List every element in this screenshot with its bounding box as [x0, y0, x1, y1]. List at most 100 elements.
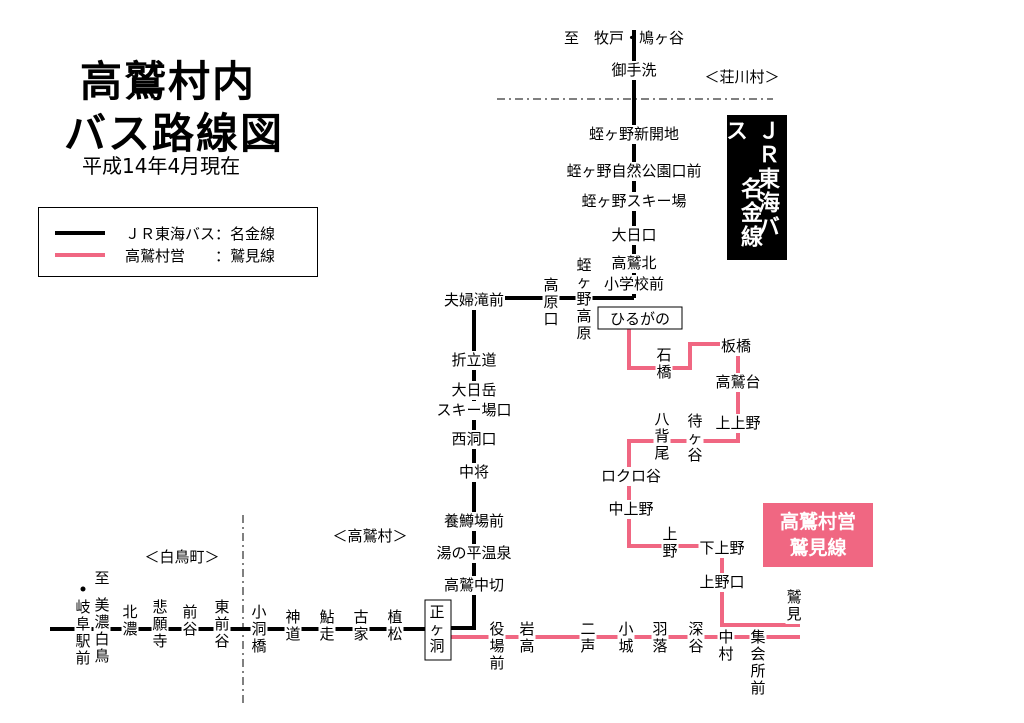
stop-minoshirotori: 美濃白鳥 — [94, 596, 109, 665]
stop-nisei-bg — [579, 620, 597, 656]
stop-dainichigatake-2-bg — [435, 401, 513, 420]
stop-labels: 至 牧戸・鳩ヶ谷御手洗蛭ヶ野新開地蛭ヶ野自然公園口前蛭ヶ野スキー場大日口高鷲北小… — [74, 29, 803, 698]
stop-hirugano-shizen-bg — [565, 162, 703, 181]
stop-yousonjo: 養鱒場前 — [444, 512, 504, 530]
stop-takasu-kita-2: 小学校前 — [604, 275, 664, 293]
stop-nishiboraguchi-bg — [450, 430, 498, 449]
map-title-line2: バス路線図 — [64, 109, 285, 158]
stop-kojiro-bg — [617, 620, 635, 656]
stop-maedani: 前谷 — [182, 603, 197, 638]
region-takasu: ＜高鷲村＞ — [332, 527, 407, 545]
stop-higanji-bg — [151, 598, 169, 651]
stop-rokurodani: ロクロ谷 — [601, 467, 661, 485]
stop-hirugano-shinkaihatsu: 蛭ヶ野新開地 — [589, 125, 679, 143]
stop-nishiboraguchi: 西洞口 — [451, 430, 496, 448]
stop-kamino: 上野 — [662, 525, 677, 560]
stop-fukadani-bg — [687, 620, 705, 656]
stop-to-makido: 至 牧戸・鳩ヶ谷 — [564, 29, 684, 47]
stop-hirugano-ski-bg — [580, 192, 688, 211]
stop-sumi: 鷲見 — [786, 588, 801, 623]
stop-meotodaki: 夫婦滝前 — [444, 291, 504, 309]
jr-badge-line: 名金線 — [737, 177, 762, 249]
stop-kojiro: 小城 — [618, 620, 633, 655]
gifu-dot — [80, 586, 86, 592]
stop-dainichigatake-1: 大日岳 — [451, 381, 496, 399]
map-date: 平成14年4月現在 — [82, 154, 241, 178]
stop-uematsu: 植松 — [387, 608, 402, 643]
stop-oritate-bg — [450, 351, 498, 370]
legend: ＪＲ東海バス：名金線 高鷲村営 ：鷲見線 — [38, 207, 318, 277]
stop-takasu-kita-2-bg — [603, 275, 665, 294]
stop-nakaueno: 中上野 — [608, 500, 653, 518]
stop-dainichiguchi: 大日口 — [611, 226, 656, 244]
stop-higashimaedani-bg — [213, 598, 231, 651]
stop-kamino-bg — [661, 525, 679, 561]
legend-swatch-jr — [55, 231, 105, 235]
stop-takasu-kita-1-bg — [610, 254, 658, 273]
legend-label-jr: ＪＲ東海バス：名金線 — [125, 225, 276, 243]
stop-iwataka: 岩高 — [519, 620, 534, 655]
stop-takasu-nakagiri: 高鷲中切 — [444, 576, 504, 594]
stop-yousonjo-bg — [443, 512, 505, 531]
stop-hirugano: ひるがの — [610, 310, 670, 328]
stop-hirugano-box — [597, 306, 683, 330]
stop-nakasho-bg — [458, 463, 490, 482]
stop-yunohira-bg — [435, 544, 513, 563]
stop-iwataka-bg — [518, 620, 536, 656]
stop-machigatani: 待ヶ谷 — [687, 412, 702, 464]
stop-yaseo-bg — [653, 410, 671, 463]
stop-kuwabashiri: 鮎走 — [319, 608, 334, 643]
stop-shimoueno-bg — [698, 539, 746, 558]
stop-takahara-guchi: 高原口 — [543, 276, 558, 328]
stop-nakaueno-bg — [607, 500, 655, 519]
stop-nakamura: 中村 — [718, 628, 733, 663]
stop-shukaisho: 集会所前 — [750, 628, 765, 697]
stop-ishibashi-bg — [655, 346, 673, 382]
stop-nisei: 二声 — [580, 620, 595, 655]
stop-hirugano-shizen: 蛭ヶ野自然公園口前 — [566, 162, 701, 180]
stop-takahara-guchi-bg — [542, 276, 560, 329]
stop-yunohira: 湯の平温泉 — [436, 544, 511, 562]
stop-to-gifu: 至 — [94, 569, 109, 587]
map-title-line1: 高鷲村内 — [80, 57, 257, 106]
stop-takasu-nakagiri-bg — [443, 576, 505, 595]
stop-hirugano-shinkaihatsu-bg — [588, 125, 680, 144]
stop-dainichiguchi-bg — [610, 226, 658, 245]
stop-mitarai: 御手洗 — [611, 61, 656, 79]
stop-minoshirotori-bg — [93, 596, 111, 666]
stop-takasudai-bg — [714, 373, 762, 392]
stop-oritate: 折立道 — [451, 351, 496, 369]
stop-hirugano-kogen: 蛭ヶ野高原 — [576, 256, 591, 342]
stop-yakuba: 役場前 — [489, 620, 504, 672]
stop-nakasho: 中将 — [459, 463, 489, 481]
stop-rokurodani-bg — [600, 467, 662, 486]
stop-hirugano-kogen-bg — [575, 256, 593, 343]
stop-kamiueno: 上上野 — [715, 414, 760, 432]
village-line-badge: 高鷲村営 鷲見線 — [763, 503, 873, 567]
stop-machigatani-bg — [686, 412, 704, 465]
stop-kamiueno-bg — [714, 414, 762, 433]
stop-takasudai: 高鷲台 — [715, 373, 760, 391]
stop-hirugano-ski: 蛭ヶ野スキー場 — [581, 192, 686, 210]
village-badge-operator: 高鷲村営 — [779, 511, 856, 533]
stop-itahashi: 板橋 — [721, 337, 751, 355]
stop-takasu-kita-1: 高鷲北 — [611, 254, 656, 272]
stop-shogahora-box — [424, 599, 452, 661]
stop-yakuba-bg — [488, 620, 506, 673]
stop-maedani-bg — [181, 603, 199, 639]
stop-furuie: 古家 — [353, 608, 368, 643]
stop-ishibashi: 石橋 — [656, 346, 671, 381]
route-lines — [50, 30, 800, 639]
stop-haneochi: 羽落 — [652, 620, 667, 655]
stop-meotodaki-bg — [443, 291, 505, 310]
stop-shimoueno: 下上野 — [699, 539, 744, 557]
stop-higashimaedani: 東前谷 — [214, 598, 229, 650]
legend-label-village: 高鷲村営 ：鷲見線 — [125, 247, 276, 265]
stop-uenoguchi: 上野口 — [699, 573, 744, 591]
stop-kitano: 北濃 — [122, 603, 137, 638]
stop-mitarai-bg — [610, 61, 658, 80]
stop-fukadani: 深谷 — [688, 620, 703, 655]
region-shokawa-bg — [703, 68, 781, 87]
stop-furuie-bg — [352, 608, 370, 644]
